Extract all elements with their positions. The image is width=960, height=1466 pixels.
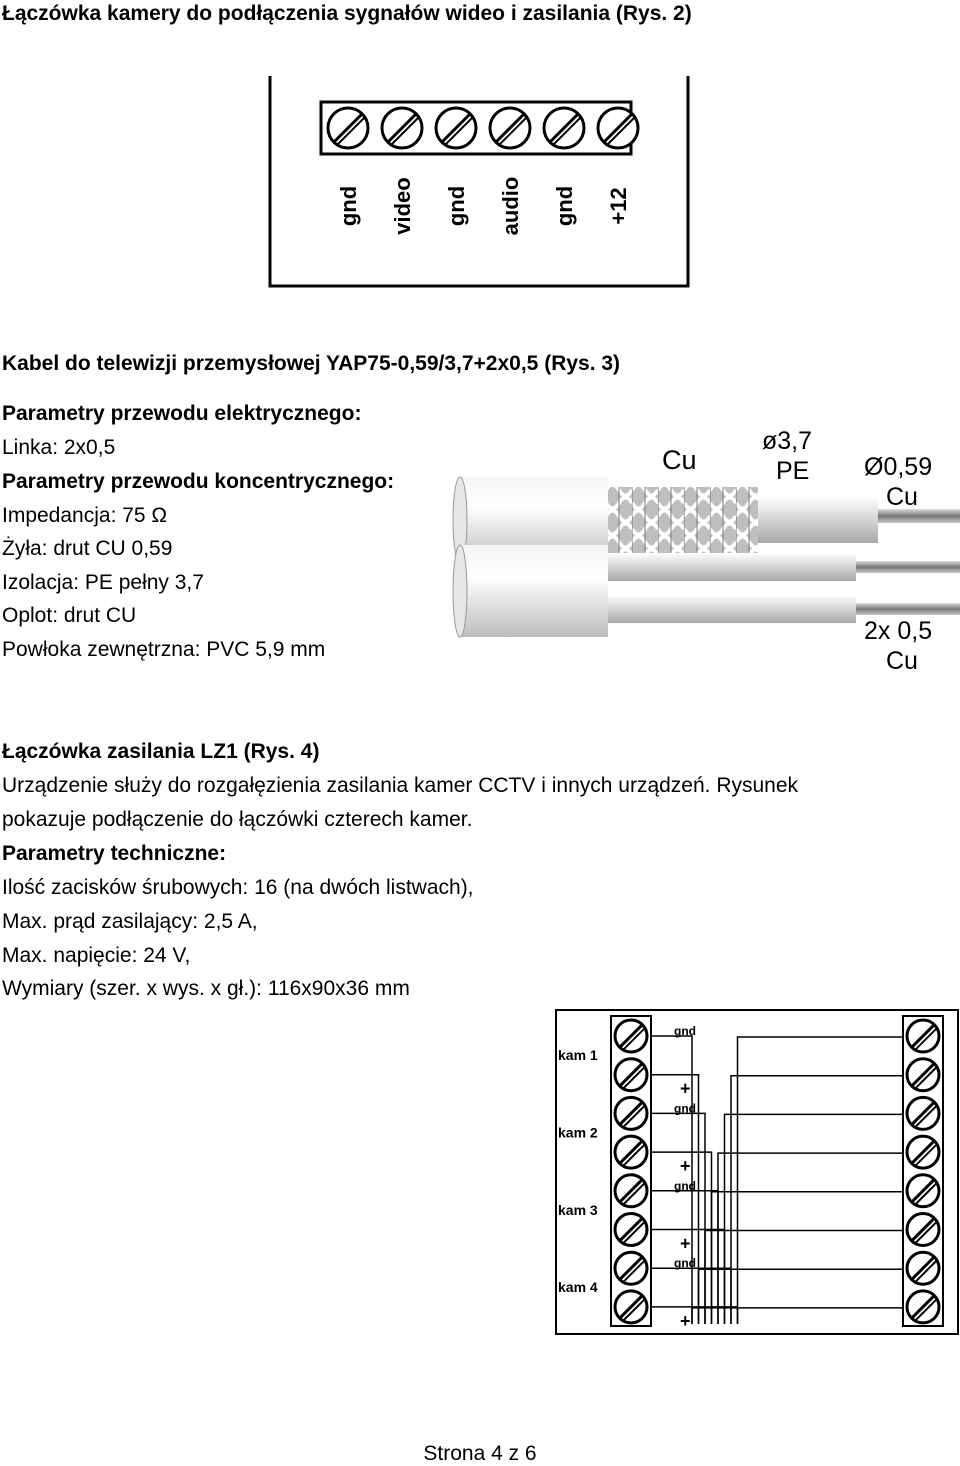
connection-wire (730, 1074, 903, 1324)
terminal-screw-icon (905, 1095, 941, 1131)
pin-label: + (680, 1156, 691, 1176)
camera-connector-diagram: gnd video gnd audio gnd +12 (268, 76, 690, 288)
connection-wire (723, 1113, 903, 1324)
cable-label-braid: Cu (662, 445, 697, 475)
terminal-screw-icon (905, 1057, 941, 1093)
connection-wire (651, 1035, 693, 1324)
terminal-screw-icon (905, 1250, 941, 1286)
pin-label: gnd (674, 1024, 696, 1038)
param-line-3: Parametry przewodu koncentrycznego: (2, 470, 395, 493)
cable-label-core-mat: Cu (886, 483, 918, 511)
power-line-5: Max. prąd zasilający: 2,5 A, (2, 910, 258, 933)
section-title-camera-connector: Łączówka kamery do podłączenia sygnałów … (2, 2, 692, 25)
cable-label-pair-mat: Cu (886, 647, 918, 675)
pin-label: gnd (674, 1256, 696, 1270)
terminal-label: video (390, 177, 415, 234)
camera-label: kam 2 (558, 1124, 598, 1140)
terminal-screw-icon (542, 106, 586, 150)
terminal-screw-icon (326, 106, 370, 150)
section-title-cable: Kabel do telewizji przemysłowej YAP75-0,… (2, 352, 621, 375)
terminal-label: gnd (336, 186, 361, 226)
terminal-screw-icon (380, 106, 424, 150)
pin-label: gnd (674, 1179, 696, 1193)
terminal-label: gnd (444, 186, 469, 226)
connection-wire (691, 1307, 903, 1324)
terminal-screw-icon (613, 1018, 649, 1054)
connection-wire (651, 1267, 732, 1324)
connection-wire (651, 1073, 700, 1324)
cable-label-pair: 2x 0,5 (864, 617, 932, 645)
terminal-label: +12 (606, 187, 631, 224)
terminal-screw-icon (905, 1212, 941, 1247)
terminal-screw-icon (613, 1289, 649, 1325)
terminal-screw-icon (905, 1134, 941, 1170)
power-connector-diagram: gnd + gnd + gnd + gnd + kam 1 kam 2 kam 3 kam 4 (555, 1009, 959, 1335)
terminal-screw-icon (613, 1095, 649, 1131)
connection-wire (717, 1152, 903, 1324)
power-line-1: Urządzenie służy do rozgałęzienia zasila… (2, 774, 799, 797)
terminal-screw-icon (905, 1018, 941, 1054)
cable-figure: Cu ø3,7 PE Ø0,59 Cu 2x 0,5 Cu (450, 425, 960, 685)
param-line-2: Linka: 2x0,5 (2, 436, 116, 459)
param-line-6: Izolacja: PE pełny 3,7 (2, 571, 204, 594)
terminal-screw-icon (905, 1289, 941, 1325)
terminal-label: gnd (552, 186, 577, 226)
connection-wire (651, 1112, 706, 1324)
terminal-screw-icon (613, 1173, 649, 1209)
power-line-7: Wymiary (szer. x wys. x gł.): 116x90x36 … (2, 977, 410, 1000)
terminal-screw-icon (613, 1250, 649, 1286)
connection-wire (704, 1229, 903, 1324)
section-title-power-connector: Łączówka zasilania LZ1 (Rys. 4) (2, 740, 320, 763)
param-line-4: Impedancja: 75 Ω (2, 504, 168, 527)
param-line-1: Parametry przewodu elektrycznego: (2, 402, 362, 425)
pin-label: + (680, 1079, 691, 1099)
connection-wire (710, 1191, 903, 1324)
power-line-6: Max. napięcie: 24 V, (2, 944, 191, 967)
pin-label: + (680, 1311, 691, 1331)
terminal-screw-icon (596, 106, 640, 150)
cable-label-insulation-dia: ø3,7 (762, 427, 812, 455)
camera-label: kam 1 (558, 1047, 598, 1063)
param-line-8: Powłoka zewnętrzna: PVC 5,9 mm (2, 638, 326, 661)
param-line-7: Oplot: drut CU (2, 604, 137, 627)
power-line-4: Ilość zacisków śrubowych: 16 (na dwóch l… (2, 876, 474, 899)
terminal-screw-icon (613, 1134, 649, 1170)
connection-wire (697, 1268, 903, 1324)
power-line-2: pokazuje podłączenie do łączówki czterec… (2, 808, 473, 831)
camera-connector-figure: gnd video gnd audio gnd +12 (268, 74, 692, 295)
cable-illustration: Cu ø3,7 PE Ø0,59 Cu 2x 0,5 Cu (452, 427, 960, 675)
terminal-label: audio (498, 177, 523, 236)
power-connector-figure: gnd + gnd + gnd + gnd + kam 1 kam 2 kam 3 kam 4 (554, 1008, 960, 1343)
cable-label-core-dia: Ø0,59 (864, 453, 932, 481)
page-footer: Strona 4 z 6 (423, 1442, 537, 1465)
connection-wire (736, 1036, 903, 1324)
terminal-screw-icon (613, 1057, 649, 1093)
terminal-screw-icon (905, 1173, 941, 1209)
camera-label: kam 4 (558, 1279, 598, 1295)
camera-label: kam 3 (558, 1202, 598, 1218)
cable-label-insulation-mat: PE (776, 457, 809, 485)
pin-label: gnd (674, 1101, 696, 1115)
param-line-5: Żyła: drut CU 0,59 (2, 537, 173, 560)
terminal-screw-icon (488, 106, 532, 150)
pin-label: + (680, 1234, 691, 1254)
terminal-screw-icon (613, 1212, 649, 1247)
terminal-screw-icon (434, 106, 478, 150)
power-line-3: Parametry techniczne: (2, 842, 227, 865)
